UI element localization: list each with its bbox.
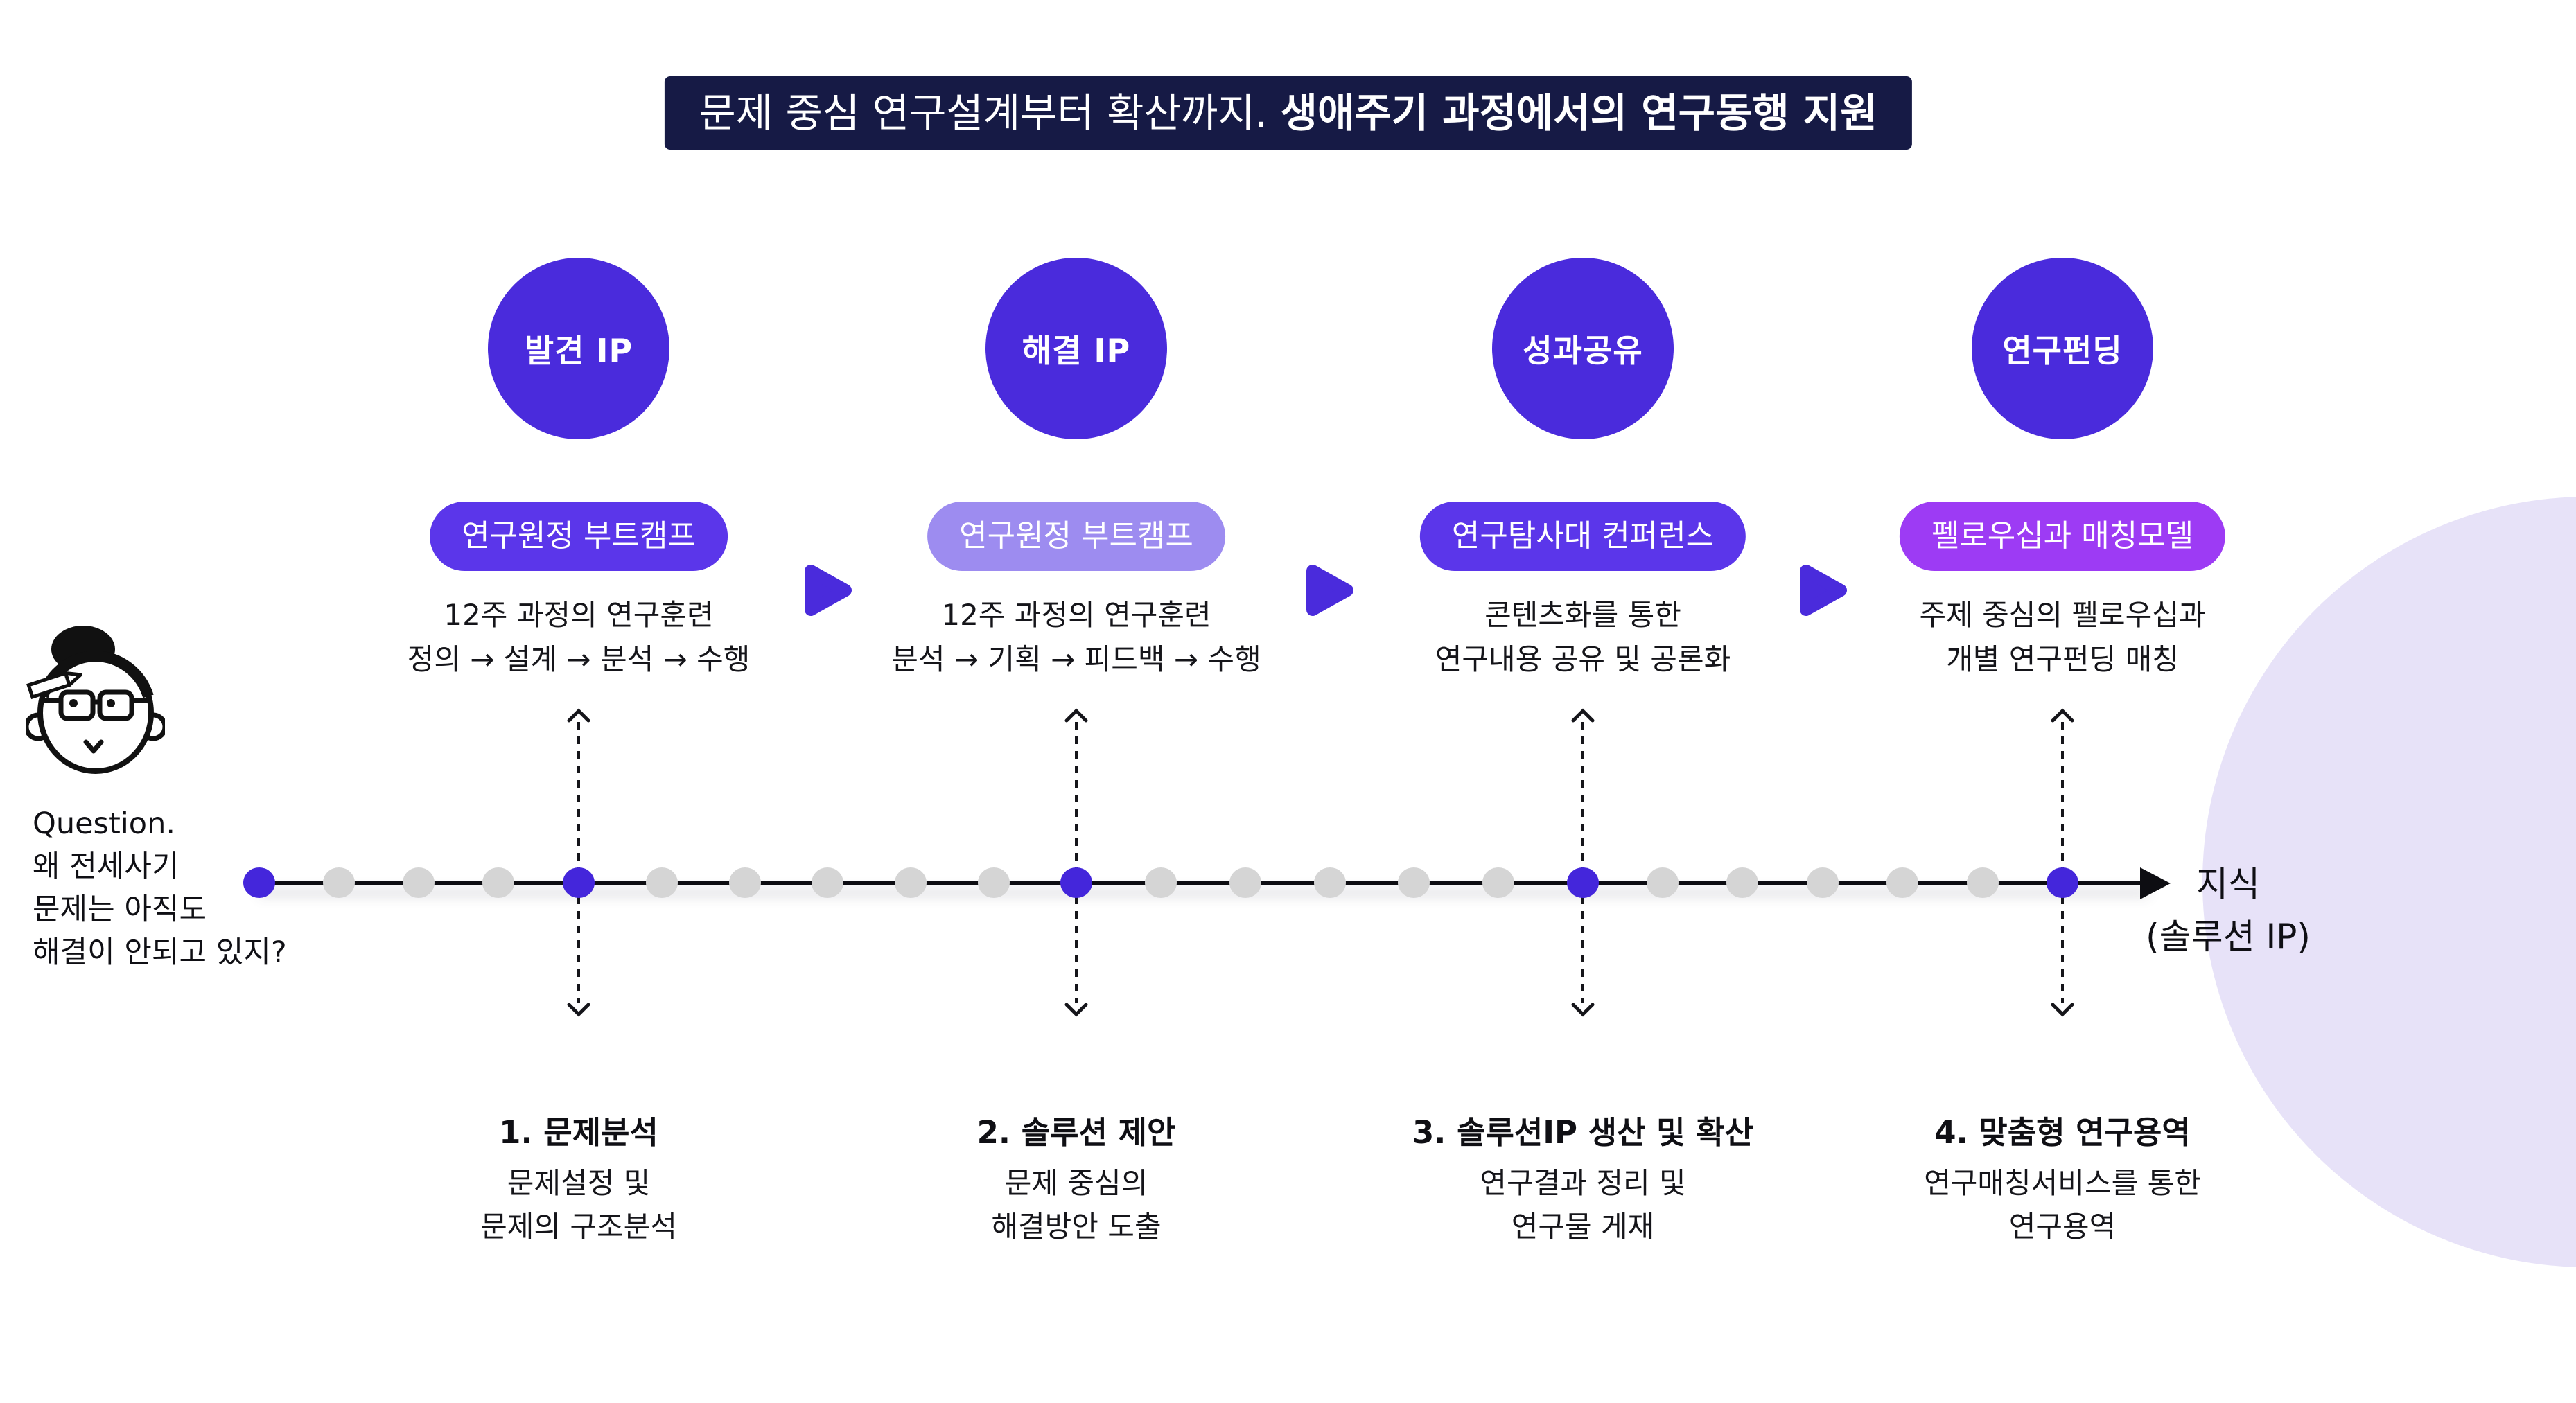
play-arrow-icon xyxy=(1795,563,1850,618)
stage-column-4: 연구펀딩 펠로우십과 매칭모델 주제 중심의 펠로우십과 개별 연구펀딩 매칭 … xyxy=(1820,0,2305,1403)
timeline-dot-gray xyxy=(482,867,514,898)
axis-label: 지식 (솔루션 IP) xyxy=(2117,858,2339,963)
page-title-bold: 생애주기 과정에서의 연구동행 지원 xyxy=(1280,89,1877,136)
stage-desc-line: 분석 → 기획 → 피드백 → 수행 xyxy=(891,642,1261,676)
timeline-dot-gray xyxy=(812,867,843,898)
timeline-dot-gray xyxy=(1726,867,1758,898)
stage-circle-1: 발견 IP xyxy=(488,258,669,439)
axis-arrowhead-icon xyxy=(2140,867,2171,899)
step-title-2: 2. 솔루션 제안 xyxy=(976,1114,1176,1151)
page-title: 문제 중심 연구설계부터 확산까지. 생애주기 과정에서의 연구동행 지원 xyxy=(664,76,1912,150)
timeline-dot-gray xyxy=(1398,867,1430,898)
play-arrow-icon xyxy=(800,563,855,618)
double-arrow-connector-icon xyxy=(1061,708,1092,1017)
stage-desc-line: 12주 과정의 연구훈련 xyxy=(941,598,1211,632)
step-desc-1: 문제설정 및 문제의 구조분석 xyxy=(336,1161,821,1248)
step-desc-line: 문제 중심의 xyxy=(1004,1166,1148,1200)
step-desc-4: 연구매칭서비스를 통한 연구용역 xyxy=(1820,1161,2305,1248)
question-line: 문제는 아직도 xyxy=(33,892,207,927)
stage-desc-4: 주제 중심의 펠로우십과 개별 연구펀딩 매칭 xyxy=(1799,593,2326,682)
step-desc-line: 연구매칭서비스를 통한 xyxy=(1924,1166,2201,1200)
step-desc-line: 문제설정 및 xyxy=(507,1166,651,1200)
stage-badge-4: 펠로우십과 매칭모델 xyxy=(1899,502,2226,571)
stage-desc-line: 정의 → 설계 → 분석 → 수행 xyxy=(407,642,751,676)
timeline-dot-gray xyxy=(729,867,761,898)
stage-desc-line: 연구내용 공유 및 공론화 xyxy=(1435,642,1731,676)
timeline-dot-gray xyxy=(1229,867,1261,898)
timeline-dot-gray xyxy=(1145,867,1177,898)
stage-desc-line: 개별 연구펀딩 매칭 xyxy=(1946,642,2179,676)
timeline-dot-gray xyxy=(403,867,435,898)
play-arrow-icon xyxy=(1302,563,1357,618)
timeline-dot-gray xyxy=(1647,867,1679,898)
double-arrow-connector-icon xyxy=(2047,708,2078,1017)
timeline-dot-gray xyxy=(1967,867,1999,898)
stage-desc-1: 12주 과정의 연구훈련 정의 → 설계 → 분석 → 수행 xyxy=(315,593,842,682)
question-line: 왜 전세사기 xyxy=(33,849,179,884)
step-desc-line: 연구물 게재 xyxy=(1511,1210,1655,1244)
timeline-dot-purple xyxy=(1060,867,1092,898)
timeline-dot-purple xyxy=(563,867,595,898)
stage-circle-3: 성과공유 xyxy=(1492,258,1674,439)
timeline-dot-purple xyxy=(2047,867,2078,898)
axis-label-line: 지식 xyxy=(2196,864,2260,904)
stage-column-3: 성과공유 연구탐사대 컨퍼런스 콘텐츠화를 통한 연구내용 공유 및 공론화 3… xyxy=(1340,0,1825,1403)
step-title-3: 3. 솔루션IP 생산 및 확산 xyxy=(1412,1114,1753,1151)
researcher-face-icon xyxy=(24,622,168,779)
stage-desc-line: 12주 과정의 연구훈련 xyxy=(444,598,714,632)
stage-desc-line: 콘텐츠화를 통한 xyxy=(1484,598,1681,632)
stage-badge-2: 연구원정 부트캠프 xyxy=(927,502,1225,571)
timeline-dot-gray xyxy=(1482,867,1514,898)
timeline-dot-gray xyxy=(323,867,355,898)
question-label: Question. xyxy=(33,806,175,841)
step-desc-line: 해결방안 도출 xyxy=(991,1210,1162,1244)
step-desc-line: 문제의 구조분석 xyxy=(480,1210,677,1244)
stage-badge-1: 연구원정 부트캠프 xyxy=(430,502,728,571)
timeline-dot-gray xyxy=(646,867,678,898)
stage-desc-3: 콘텐츠화를 통한 연구내용 공유 및 공론화 xyxy=(1320,593,1846,682)
timeline-dot-gray xyxy=(1314,867,1346,898)
step-title-1: 1. 문제분석 xyxy=(499,1114,658,1151)
timeline-axis xyxy=(259,881,2148,885)
stage-badge-3: 연구탐사대 컨퍼런스 xyxy=(1419,502,1746,571)
double-arrow-connector-icon xyxy=(1568,708,1598,1017)
step-desc-line: 연구용역 xyxy=(2008,1210,2117,1244)
stage-desc-2: 12주 과정의 연구훈련 분석 → 기획 → 피드백 → 수행 xyxy=(813,593,1340,682)
axis-label-line: (솔루션 IP) xyxy=(2146,917,2311,957)
timeline-dot-purple xyxy=(243,867,275,898)
stage-circle-4: 연구펀딩 xyxy=(1972,258,2153,439)
stage-column-2: 해결 IP 연구원정 부트캠프 12주 과정의 연구훈련 분석 → 기획 → 피… xyxy=(834,0,1319,1403)
page-title-normal: 문제 중심 연구설계부터 확산까지. xyxy=(699,89,1281,136)
step-desc-2: 문제 중심의 해결방안 도출 xyxy=(834,1161,1319,1248)
timeline-dot-gray xyxy=(978,867,1010,898)
timeline-dot-gray xyxy=(895,867,927,898)
timeline-dot-gray xyxy=(1807,867,1839,898)
timeline-dot-purple xyxy=(1567,867,1599,898)
step-title-4: 4. 맞춤형 연구용역 xyxy=(1934,1114,2191,1151)
stage-column-1: 발견 IP 연구원정 부트캠프 12주 과정의 연구훈련 정의 → 설계 → 분… xyxy=(336,0,821,1403)
question-block: Question. 왜 전세사기 문제는 아직도 해결이 안되고 있지? xyxy=(33,802,287,974)
stage-desc-line: 주제 중심의 펠로우십과 xyxy=(1919,598,2206,632)
double-arrow-connector-icon xyxy=(563,708,594,1017)
step-desc-line: 연구결과 정리 및 xyxy=(1480,1166,1686,1200)
question-line: 해결이 안되고 있지? xyxy=(33,935,287,970)
step-desc-3: 연구결과 정리 및 연구물 게재 xyxy=(1340,1161,1825,1248)
stage-circle-2: 해결 IP xyxy=(985,258,1167,439)
timeline-dot-gray xyxy=(1886,867,1918,898)
